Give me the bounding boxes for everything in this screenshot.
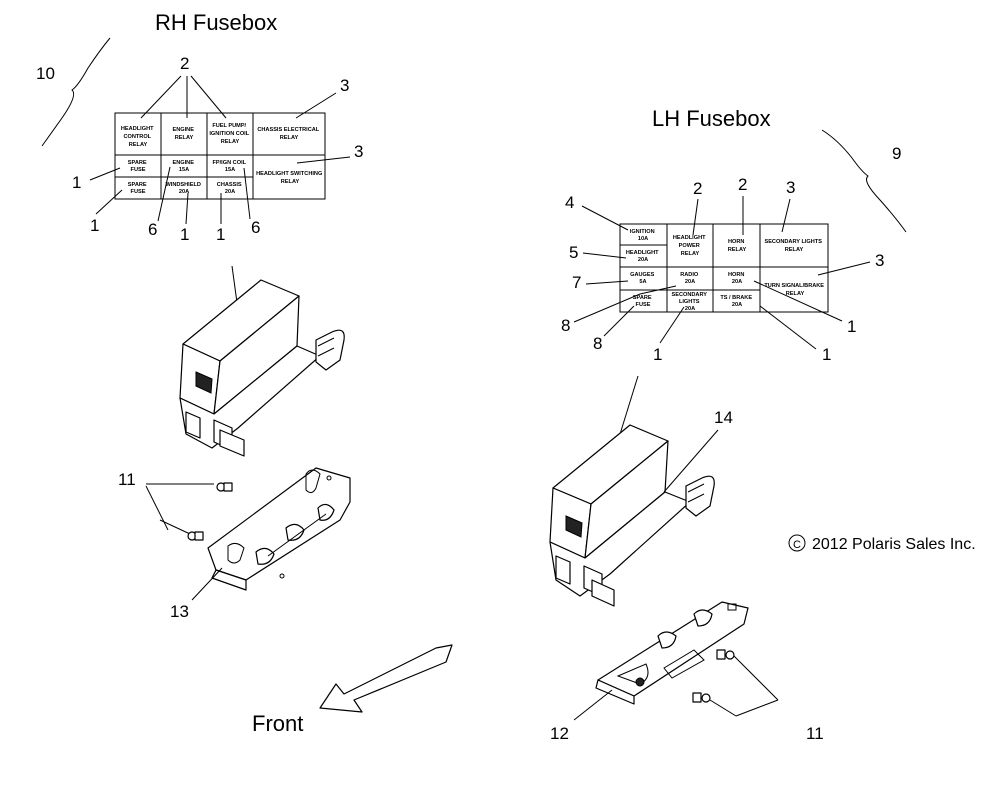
callout-10: 10 [36,64,55,83]
callout-4: 4 [565,193,574,212]
callout-8-lh-b: 8 [593,334,602,353]
lh-rivets: 11 [692,649,824,743]
callout-9: 9 [892,144,901,163]
lh-horn-fuse: HORN 20A [728,272,746,285]
lh-secondary-lights-fuse: SECONDARY LIGHTS 20A [672,292,709,312]
callout-1-rh-a: 1 [72,173,81,192]
rh-fuse-table: HEADLIGHT CONTROL RELAY ENGINE RELAY FUE… [114,112,326,200]
lh-turn-signal-brake-relay: TURN SIGNAL/BRAKE RELAY [764,283,825,297]
lh-radio-fuse: RADIO 20A [680,272,700,285]
rh-callouts: 10 2 3 3 1 1 6 1 1 6 [36,37,363,244]
callout-3-rh-b: 3 [354,142,363,161]
copyright-icon [788,534,806,552]
lh-ts-brake-fuse: TS / BRAKE 20A [720,295,753,308]
rh-chassis-fuse: CHASSIS 20A [217,182,243,195]
rh-headlight-switching-relay: HEADLIGHT SWITCHING RELAY [256,171,324,185]
rh-spare-fuse-2: SPARE FUSE [128,182,148,195]
rh-engine-relay: ENGINE RELAY [172,127,195,141]
rh-rivets: 11 13 [118,470,233,621]
lh-gauges-fuse: GAUGES 5A [630,272,656,285]
callout-12: 12 [550,724,569,743]
front-label: Front [252,711,303,736]
callout-11-rh: 11 [118,470,136,489]
rh-fusebox-part [179,265,345,457]
callout-3-lh-a: 3 [786,178,795,197]
callout-6-rh-a: 6 [148,220,157,239]
callout-5: 5 [569,243,578,262]
rh-spare-fuse-1: SPARE FUSE [128,160,148,173]
rh-chassis-electrical-relay: CHASSIS ELECTRICAL RELAY [257,127,320,141]
copyright-symbol: C [793,539,801,551]
lh-callouts: 9 4 2 2 3 5 3 7 8 1 8 1 1 [561,129,907,364]
rh-headlight-control-relay: HEADLIGHT CONTROL RELAY [121,126,155,148]
copyright-text: 2012 Polaris Sales Inc. [812,536,976,553]
callout-13: 13 [170,602,189,621]
rh-windshield-fuse: WINDSHIELD 20A [166,182,203,195]
callout-1-rh-c: 1 [180,225,189,244]
callout-3-rh-a: 3 [340,76,349,95]
rh-bracket-part [207,467,351,591]
callout-1-rh-b: 1 [90,216,99,235]
lh-fusebox-part: 14 [549,375,733,607]
callout-3-lh-b: 3 [875,251,884,270]
lh-headlight-power-relay: HEADLIGHT POWER RELAY [673,235,707,257]
callout-7: 7 [572,273,581,292]
lh-bracket-part: 12 [550,601,749,743]
lh-fuse-table: IGNITION 10A HEADLIGHT POWER RELAY HORN … [619,223,829,313]
callout-11-lh: 11 [806,724,824,743]
rh-fuel-pump-ignition-coil-relay: FUEL PUMP/ IGNITION COIL RELAY [209,123,250,145]
callout-1-lh-c: 1 [822,345,831,364]
callout-2-lh-b: 2 [738,175,747,194]
callout-1-lh-a: 1 [847,317,856,336]
callout-14: 14 [714,408,733,427]
front-arrow-icon [319,644,453,713]
callout-8-lh-a: 8 [561,316,570,335]
callout-2-lh-a: 2 [693,179,702,198]
lh-horn-relay: HORN RELAY [728,239,747,253]
callout-1-lh-b: 1 [653,345,662,364]
lh-ignition-fuse: IGNITION 10A [630,229,656,242]
rh-engine-fuse: ENGINE 15A [172,160,195,173]
callout-2-rh: 2 [180,54,189,73]
lh-headlight-fuse: HEADLIGHT 20A [626,250,660,263]
rh-fusebox-title: RH Fusebox [155,10,277,35]
callout-6-rh-b: 6 [251,218,260,237]
lh-fusebox-title: LH Fusebox [652,106,771,131]
callout-1-rh-d: 1 [216,225,225,244]
lh-spare-fuse: SPARE FUSE [633,295,653,308]
rh-fp-ign-coil-fuse: FP/IGN COIL 15A [212,160,247,173]
lh-secondary-lights-relay: SECONDARY LIGHTS RELAY [764,239,823,253]
